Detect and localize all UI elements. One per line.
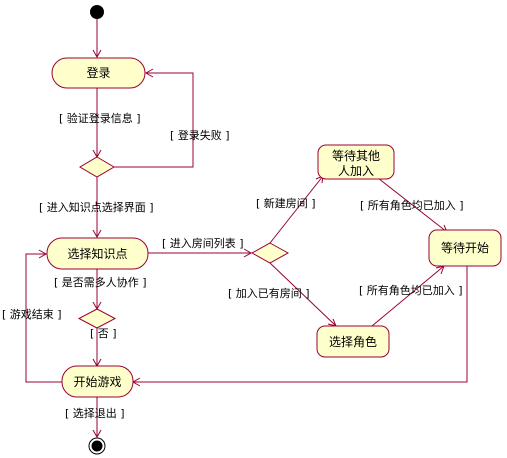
arrowhead (92, 229, 102, 239)
activity-wait-others-label-2: 人加入 (338, 164, 374, 178)
guard-create-room: [ 新建房间 ] (256, 196, 316, 210)
guard-login-failed: [ 登录失败 ] (170, 128, 230, 142)
edge-login-failed-loop (114, 72, 194, 168)
activity-select-point (46, 237, 149, 270)
activity-wait-others-label-1: 等待其他 (332, 149, 380, 163)
edge-wait-others-wait-start (377, 177, 448, 233)
decision-login (79, 156, 115, 178)
activity-wait-start-label: 等待开始 (441, 241, 489, 255)
guard-all-roles-joined-bottom: [ 所有角色均已加入 ] (359, 283, 463, 297)
final-node (88, 437, 106, 455)
activity-login-label: 登录 (86, 65, 110, 80)
activity-start-game-label: 开始游戏 (73, 375, 121, 389)
initial-node (90, 5, 104, 19)
arrowhead (92, 429, 102, 439)
arrowhead (38, 249, 48, 259)
guard-select-exit: [ 选择退出 ] (65, 406, 125, 420)
guard-verify-login: [ 验证登录信息 ] (59, 111, 141, 125)
guard-no: [ 否 ] (90, 327, 117, 340)
arrowhead (144, 68, 154, 78)
activity-login (51, 57, 146, 89)
activity-wait-start (428, 229, 502, 267)
activity-start-game (61, 365, 134, 398)
edge-select-role-wait-start (371, 265, 445, 327)
guard-enter-room-list: [ 进入房间列表 ] (162, 236, 244, 250)
decision-room (250, 242, 290, 264)
activity-select-role-label: 选择角色 (329, 335, 377, 349)
edge-game-over-loop (25, 253, 62, 383)
edges (25, 19, 468, 439)
activity-select-role (316, 325, 390, 358)
guard-game-over: [ 游戏结束 ] (2, 308, 62, 321)
edge-wait-start-start-game (133, 266, 468, 383)
edge-create-room (269, 175, 324, 244)
arrowhead (92, 49, 102, 59)
guard-join-room: [ 加入已有房间 ] (228, 286, 310, 300)
activity-select-point-label: 选择知识点 (67, 247, 127, 261)
guard-need-multiplayer: [ 是否需多人协作 ] (54, 275, 147, 289)
decision-multiplayer (77, 308, 117, 329)
guard-enter-select-screen: [ 进入知识点选择界面 ] (39, 200, 154, 214)
activity-wait-others (317, 144, 395, 180)
guard-all-roles-joined-top: [ 所有角色均已加入 ] (360, 198, 464, 212)
edge-join-room (269, 262, 337, 327)
